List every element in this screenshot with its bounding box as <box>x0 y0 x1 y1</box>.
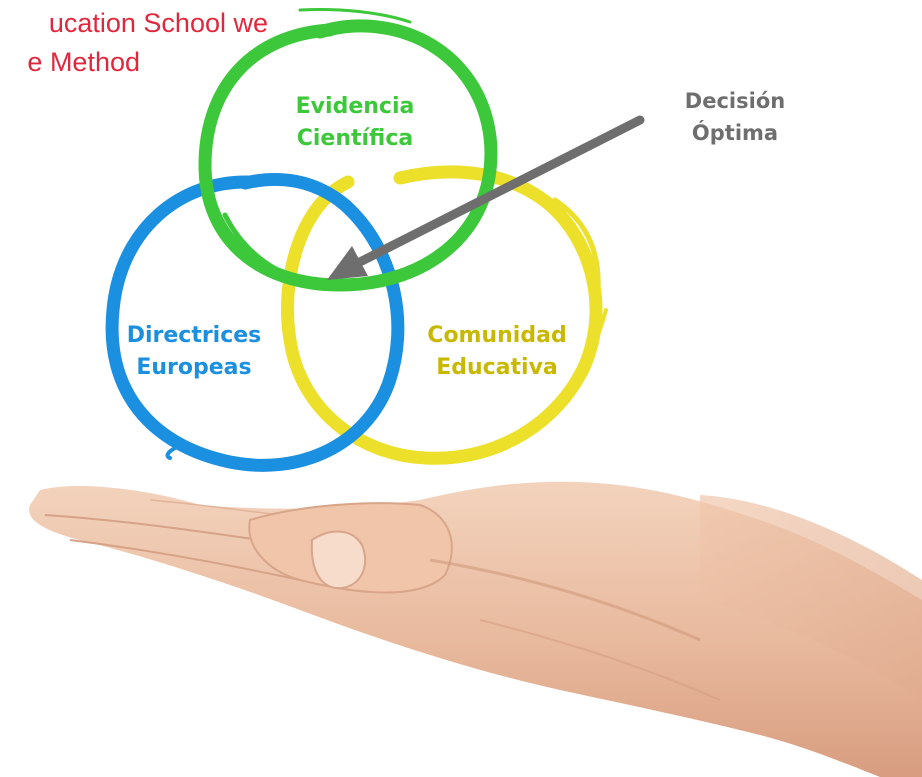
caption: ucation School we e Method <box>0 0 290 90</box>
label-decision-optima: Decisión Óptima <box>655 85 815 149</box>
label-comunidad-educativa: Comunidad Educativa <box>402 320 592 384</box>
label-line: Europeas <box>136 355 252 380</box>
caption-line-2: e Method <box>27 47 140 77</box>
pointer-arrow <box>327 115 645 280</box>
label-line: Evidencia <box>295 94 415 119</box>
label-line: Científica <box>296 126 414 151</box>
label-line: Óptima <box>691 121 779 145</box>
label-directrices-europeas: Directrices Europeas <box>104 320 284 384</box>
european-ring <box>105 173 405 472</box>
label-line: Educativa <box>436 355 558 380</box>
evidence-ring <box>198 8 498 292</box>
community-ring <box>281 165 608 465</box>
label-evidencia-cientifica: Evidencia Científica <box>270 91 440 155</box>
label-line: Decisión <box>684 89 786 113</box>
label-line: Directrices <box>126 323 262 348</box>
caption-line-1: ucation School we <box>48 8 268 38</box>
label-line: Comunidad <box>427 323 567 348</box>
